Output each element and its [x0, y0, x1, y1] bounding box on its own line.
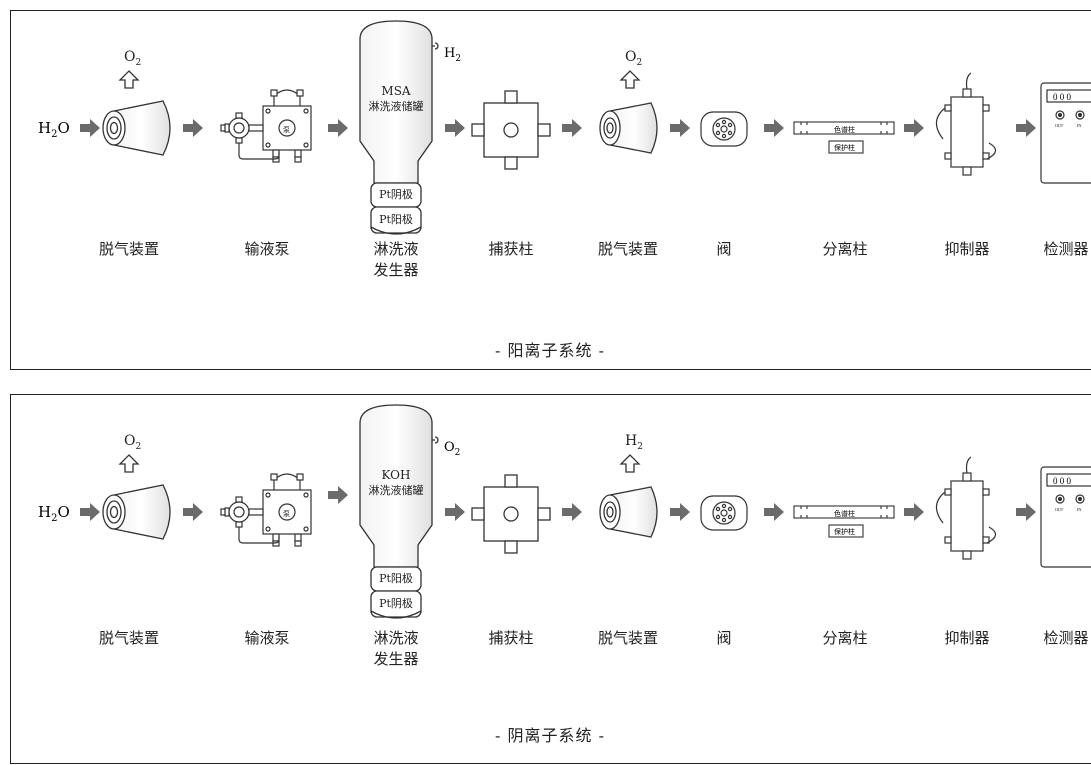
flow-arrow [904, 119, 924, 137]
tank-gas-label: O2 [444, 440, 460, 458]
flow-arrows [80, 486, 1036, 521]
degasser-icon: O2 [102, 433, 171, 540]
flow-arrow [183, 503, 203, 521]
component-label: 阀 [716, 240, 732, 258]
degasser-icon: O2 [599, 49, 658, 154]
component-label: 阀 [716, 629, 732, 647]
electrode-lower-label: Pt阴极 [379, 597, 413, 610]
component-label: 脱气装置 [597, 240, 658, 258]
degas-gas-label: H2 [625, 433, 643, 452]
separation-column-icon [793, 121, 895, 154]
degasser-icon: O2 [102, 49, 171, 156]
flow-arrow [1016, 119, 1036, 137]
anion-flow-diagram: H2O O2 泵 [38, 404, 1091, 619]
guard-column-label: 保护柱 [834, 143, 855, 152]
component-label: 淋洗液 发生器 [373, 240, 419, 279]
detector-readout: 0 0 0 [1053, 476, 1072, 486]
detector-readout: 0 0 0 [1053, 92, 1072, 102]
flow-arrow [1016, 503, 1036, 521]
component-label: 脱气装置 [98, 629, 159, 647]
degas-gas-label: O2 [625, 49, 642, 68]
degas-gas-label: O2 [124, 433, 141, 452]
component-label: 抑制器 [944, 240, 990, 258]
trap-column-icon [471, 474, 551, 554]
column-label: 色谱柱 [834, 509, 855, 518]
component-label: 淋洗液 发生器 [373, 629, 419, 668]
detector-port-out: OUT [1055, 507, 1064, 512]
component-label: 脱气装置 [597, 629, 658, 647]
flow-arrow [670, 119, 690, 137]
degas-gas-label: O2 [124, 49, 141, 68]
flow-arrow [80, 503, 100, 521]
eluent-generator-icon [359, 404, 439, 619]
flow-arrow [562, 503, 582, 521]
pump-icon: 泵 [220, 89, 312, 163]
component-label: 分离柱 [822, 240, 868, 258]
degasser-icon: H2 [599, 433, 658, 538]
flow-arrow [445, 503, 465, 521]
pump-mark: 泵 [283, 510, 290, 518]
flow-arrow [562, 119, 582, 137]
flow-arrows [80, 119, 1036, 137]
electrode-upper-label: Pt阴极 [379, 188, 413, 201]
eluent-generator-icon [359, 20, 439, 235]
reagent-label: KOH [381, 468, 411, 482]
component-label: 检测器 [1043, 629, 1089, 647]
valve-icon [700, 111, 748, 147]
component-label: 输液泵 [244, 240, 290, 258]
cation-system-panel: H2O O2 泵 [10, 10, 1091, 370]
flow-arrow [904, 503, 924, 521]
trap-column-icon [471, 90, 551, 170]
column-label: 色谱柱 [834, 125, 855, 134]
suppressor-icon [935, 456, 997, 560]
detector-port-in: IN [1077, 123, 1081, 128]
vent-arrow-icon [619, 454, 641, 473]
suppressor-icon [935, 72, 997, 176]
flow-arrow [764, 503, 784, 521]
flow-arrow [80, 119, 100, 137]
valve-icon [700, 495, 748, 531]
guard-column-label: 保护柱 [834, 527, 855, 536]
reagent-label: MSA [381, 84, 411, 98]
pump-mark: 泵 [283, 126, 290, 134]
electrode-lower-label: Pt阳极 [379, 213, 413, 226]
system-title: - 阳离子系统 - [495, 341, 605, 360]
vent-arrow-icon [118, 70, 140, 89]
anion-system-panel: H2O O2 泵 [10, 394, 1091, 764]
vent-arrow-icon [619, 70, 641, 89]
component-label: 捕获柱 [488, 629, 534, 647]
detector-icon [1040, 82, 1091, 184]
system-title: - 阴离子系统 - [495, 726, 605, 745]
electrode-upper-label: Pt阳极 [379, 572, 413, 585]
flow-arrow [764, 119, 784, 137]
pump-icon: 泵 [220, 473, 312, 547]
flow-arrow [670, 503, 690, 521]
component-label: 输液泵 [244, 629, 290, 647]
cation-flow-diagram: H2O O2 泵 [38, 20, 1091, 235]
detector-port-in: IN [1077, 507, 1081, 512]
flow-arrow [328, 119, 348, 137]
input-water-label: H2O [38, 503, 70, 524]
component-label: 抑制器 [944, 629, 990, 647]
detector-port-out: OUT [1055, 123, 1064, 128]
input-water-label: H2O [38, 119, 70, 140]
detector-icon [1040, 466, 1091, 568]
tank-label: 淋洗液储罐 [368, 484, 424, 497]
separation-column-icon [793, 505, 895, 538]
tank-label: 淋洗液储罐 [368, 100, 424, 113]
vent-arrow-icon [118, 454, 140, 473]
flow-arrow [445, 119, 465, 137]
flow-arrow [328, 486, 348, 504]
component-label: 捕获柱 [488, 240, 534, 258]
tank-gas-label: H2 [444, 46, 461, 64]
component-label: 检测器 [1043, 240, 1089, 258]
component-label: 脱气装置 [98, 240, 159, 258]
flow-arrow [183, 119, 203, 137]
component-label: 分离柱 [822, 629, 868, 647]
